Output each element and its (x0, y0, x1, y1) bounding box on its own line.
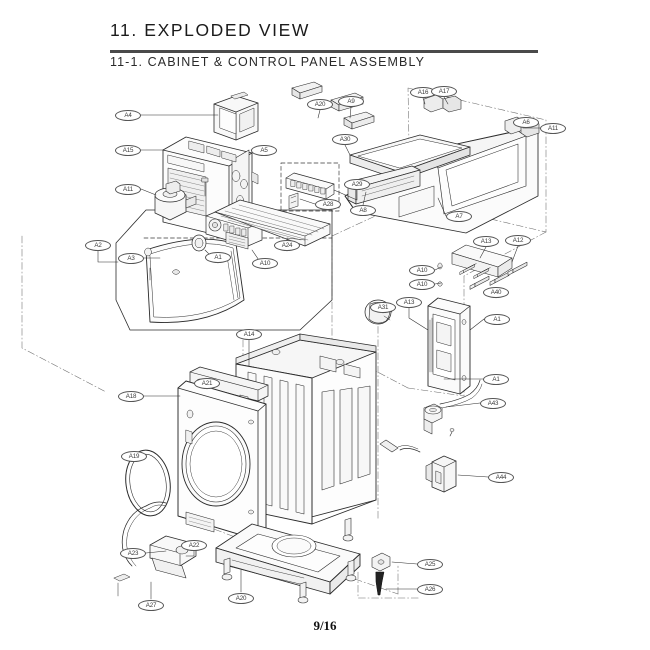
callout-balloon-a10c: A10 (409, 278, 435, 290)
callout-balloon-a23: A23 (120, 547, 146, 559)
callout-balloon-a13: A13 (473, 235, 499, 247)
callout-balloon-a2: A2 (85, 239, 111, 251)
callout-balloon-a17: A17 (431, 85, 457, 97)
callout-balloon-a5: A5 (251, 144, 277, 156)
callout-balloon-a31: A31 (370, 301, 396, 313)
callout-balloon-a44: A44 (488, 471, 514, 483)
callout-balloon-a25: A25 (417, 558, 443, 570)
callout-balloon-a1: A1 (205, 251, 231, 263)
callout-balloon-a18: A18 (118, 390, 144, 402)
callout-balloon-a11: A11 (540, 122, 566, 134)
callout-balloon-a26: A26 (417, 583, 443, 595)
callout-balloon-a3: A3 (118, 252, 144, 264)
callout-balloon-a20b: A20 (228, 592, 254, 604)
callout-balloon-a13b: A13 (396, 296, 422, 308)
callout-balloon-a24: A24 (274, 239, 300, 251)
callout-balloon-a43: A43 (480, 397, 506, 409)
callout-balloon-a1c: A1 (483, 373, 509, 385)
callout-balloon-a10b: A10 (409, 264, 435, 276)
callout-balloon-a10: A10 (252, 257, 278, 269)
callout-balloon-a15: A15 (115, 144, 141, 156)
callout-balloon-a40: A40 (483, 286, 509, 298)
header-divider (110, 50, 538, 53)
callout-balloon-a4: A4 (115, 109, 141, 121)
callout-balloon-a28: A28 (315, 198, 341, 210)
callout-balloon-a8: A8 (350, 204, 376, 216)
callout-balloon-a11b: A11 (115, 183, 141, 195)
callout-balloon-a21: A21 (194, 377, 220, 389)
callout-balloon-a19: A19 (121, 450, 147, 462)
callout-balloon-a14: A14 (236, 328, 262, 340)
callout-balloon-a30: A30 (332, 133, 358, 145)
callout-balloon-a29: A29 (344, 178, 370, 190)
callout-balloon-a12: A12 (505, 234, 531, 246)
callout-balloon-a9: A9 (338, 95, 364, 107)
callout-balloon-a6: A6 (513, 116, 539, 128)
callout-balloon-a27: A27 (138, 599, 164, 611)
callout-balloon-a7: A7 (446, 210, 472, 222)
callout-balloon-a22: A22 (181, 539, 207, 551)
callout-balloon-a1b: A1 (484, 313, 510, 325)
section-subtitle: 11-1. CABINET & CONTROL PANEL ASSEMBLY (110, 55, 426, 69)
page-number: 9/16 (313, 618, 337, 633)
callout-balloon-a20: A20 (307, 98, 333, 110)
page-title: 11. EXPLODED VIEW (110, 20, 310, 40)
